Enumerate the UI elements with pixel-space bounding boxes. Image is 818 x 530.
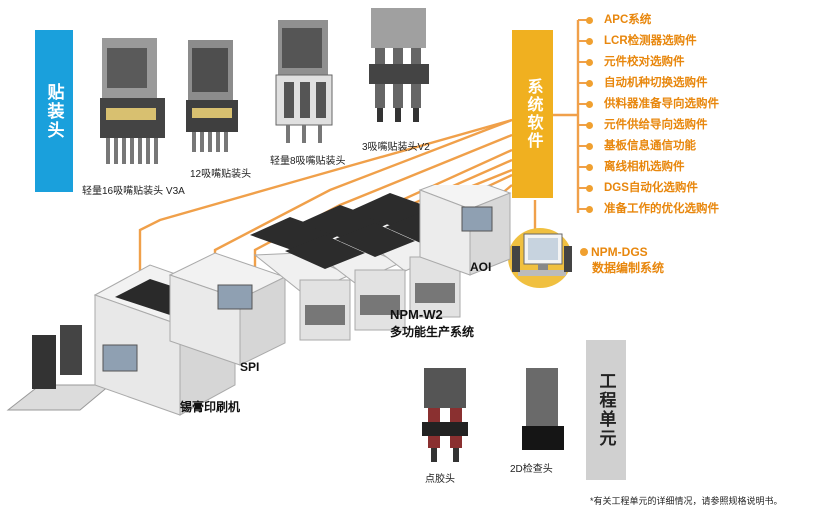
dgs-title: NPM-DGS bbox=[591, 245, 648, 259]
head-16-nozzle-label: 轻量16吸嘴贴装头 V3A bbox=[82, 186, 185, 197]
dgs-computer-image bbox=[512, 233, 572, 276]
dispense-head-label: 点胶头 bbox=[425, 474, 455, 485]
spi-label: SPI bbox=[240, 360, 260, 374]
aoi-label: AOI bbox=[470, 260, 492, 274]
option-item: 元件校对选购件 bbox=[586, 52, 719, 73]
head-16-nozzle-image bbox=[100, 38, 165, 164]
inspection-head-image bbox=[522, 368, 564, 450]
work-unit-badge: 工程单元 bbox=[586, 340, 626, 480]
footnote: *有关工程单元的详细情况，请参照规格说明书。 bbox=[590, 496, 783, 506]
option-item: 准备工作的优化选购件 bbox=[586, 199, 719, 220]
head-12-nozzle-image bbox=[186, 40, 238, 152]
option-item: DGS自动化选购件 bbox=[586, 178, 719, 199]
option-item: LCR检测器选购件 bbox=[586, 31, 719, 52]
inspection-head-label: 2D检查头 bbox=[510, 464, 553, 475]
production-line-image bbox=[6, 185, 512, 416]
placement-head-badge-label: 贴装头 bbox=[44, 82, 64, 140]
dispense-head-image bbox=[422, 368, 468, 462]
head-3-nozzle-label: 3吸嘴贴装头V2 bbox=[362, 142, 430, 153]
head-12-nozzle-label: 12吸嘴贴装头 bbox=[190, 169, 252, 180]
npm-subtitle: 多功能生产系统 bbox=[390, 325, 475, 339]
work-unit-badge-label: 工程单元 bbox=[596, 372, 616, 448]
head-8-nozzle-label: 轻量8吸嘴贴装头 bbox=[270, 156, 346, 167]
option-item: 离线相机选购件 bbox=[586, 157, 719, 178]
system-software-badge: 系统软件 bbox=[512, 30, 553, 198]
printer-label: 锡膏印刷机 bbox=[180, 400, 241, 414]
option-item: 基板信息通信功能 bbox=[586, 136, 719, 157]
head-3-nozzle-image bbox=[369, 8, 429, 122]
option-item: 供料器准备导向选购件 bbox=[586, 94, 719, 115]
dgs-label: NPM-DGS 数据编制系统 bbox=[580, 245, 664, 276]
dgs-subtitle: 数据编制系统 bbox=[592, 261, 665, 275]
head-8-nozzle-image bbox=[275, 20, 333, 143]
option-item: APC系统 bbox=[586, 10, 719, 31]
option-item: 自动机种切换选购件 bbox=[586, 73, 719, 94]
option-item: 元件供给导向选购件 bbox=[586, 115, 719, 136]
npm-title: NPM-W2 bbox=[390, 307, 443, 322]
option-list: APC系统 LCR检测器选购件 元件校对选购件 自动机种切换选购件 供料器准备导… bbox=[586, 10, 719, 220]
placement-head-badge: 贴装头 bbox=[35, 30, 73, 192]
system-software-badge-label: 系统软件 bbox=[524, 78, 542, 150]
